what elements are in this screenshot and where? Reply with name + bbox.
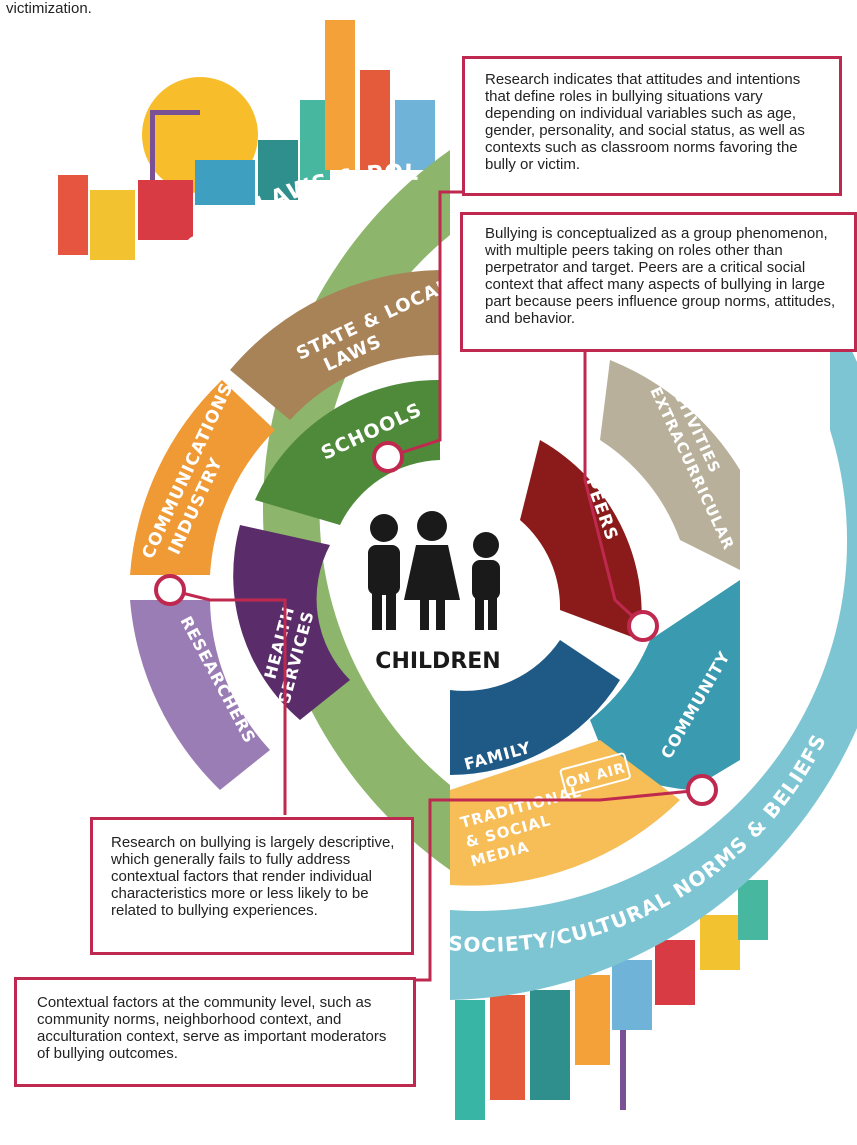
media-segment bbox=[450, 740, 680, 886]
callout-descriptive-text: Research on bullying is largely descript… bbox=[111, 834, 395, 919]
callout-attitudes-text: Research indicates that attitudes and in… bbox=[485, 71, 805, 173]
callout-peers-text: Bullying is conceptualized as a group ph… bbox=[485, 225, 836, 327]
state-local-laws-segment bbox=[230, 270, 440, 420]
researchers-marker bbox=[154, 574, 186, 606]
schools-marker bbox=[372, 441, 404, 473]
peers-segment bbox=[520, 440, 642, 640]
peers-marker bbox=[627, 610, 659, 642]
callout-contextual: Contextual factors at the community leve… bbox=[14, 977, 416, 1087]
society-norms-ring bbox=[450, 310, 857, 1000]
community-marker bbox=[686, 774, 718, 806]
health-services-segment bbox=[233, 525, 350, 720]
city-skyline-bottom-illustration bbox=[455, 880, 768, 1120]
callout-attitudes: Research indicates that attitudes and in… bbox=[462, 56, 842, 196]
callout-contextual-text: Contextual factors at the community leve… bbox=[37, 994, 387, 1062]
callout-peers: Bullying is conceptualized as a group ph… bbox=[460, 212, 857, 352]
callout-connectors bbox=[169, 190, 703, 982]
researchers-segment bbox=[130, 600, 270, 790]
communications-industry-segment bbox=[130, 380, 275, 575]
community-segment bbox=[590, 580, 740, 790]
center-label: CHILDREN bbox=[375, 649, 500, 674]
intro-text: victimization. bbox=[6, 0, 92, 17]
city-skyline-top-illustration bbox=[58, 20, 435, 260]
schools-segment bbox=[255, 379, 440, 525]
extracurricular-segment bbox=[600, 360, 740, 570]
children-icon bbox=[368, 511, 500, 630]
callout-descriptive: Research on bullying is largely descript… bbox=[90, 817, 414, 955]
family-segment bbox=[450, 640, 620, 775]
